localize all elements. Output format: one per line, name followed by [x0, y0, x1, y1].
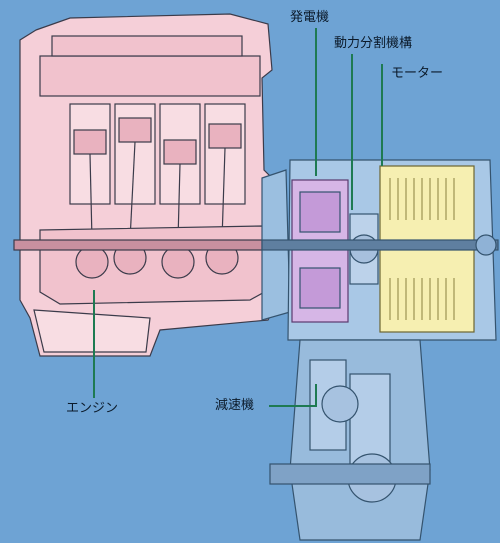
- reducer-leader: [269, 384, 317, 407]
- generator-label: 発電機: [290, 10, 330, 25]
- engine-block: [13, 13, 279, 357]
- motor-label: モーター: [391, 66, 444, 81]
- engine-label: エンジン: [66, 401, 119, 416]
- reducer-label: 減速機: [215, 398, 255, 413]
- transaxle-housing: [261, 159, 499, 341]
- power-split-label: 動力分割機構: [334, 36, 413, 51]
- leader-lines: [93, 28, 383, 407]
- reduction-gear: [269, 339, 431, 541]
